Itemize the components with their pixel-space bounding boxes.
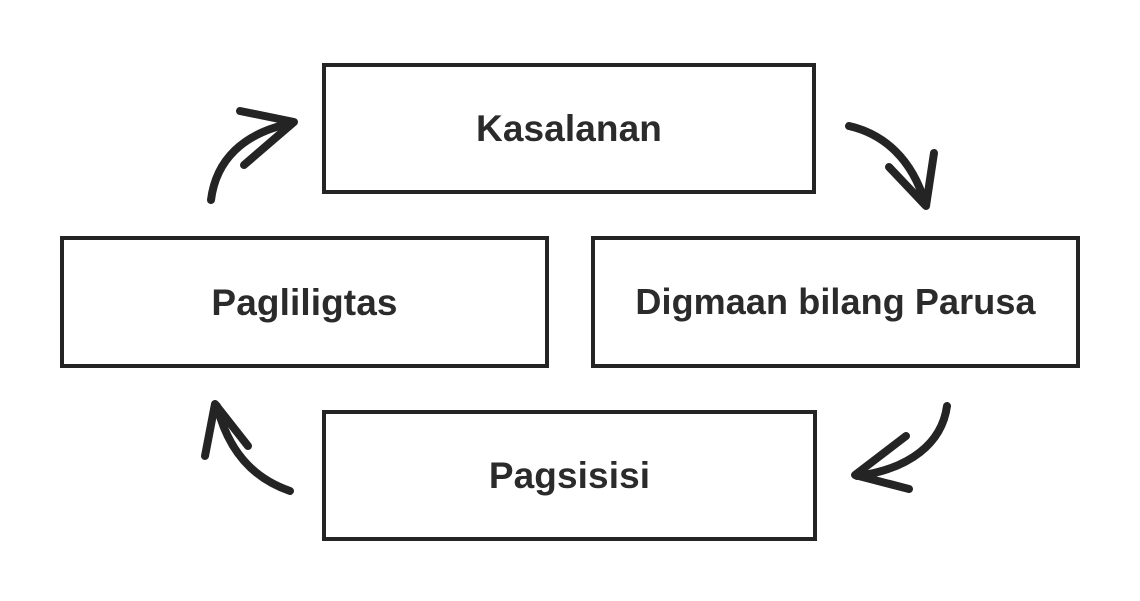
node-kasalanan[interactable]: Kasalanan [322, 63, 816, 194]
node-digmaan-label: Digmaan bilang Parusa [635, 281, 1036, 322]
arrow-shaft [213, 402, 294, 495]
arrow-head [201, 400, 252, 460]
arrow-digmaan-to-pagsisisi [851, 402, 951, 493]
node-pagsisisi[interactable]: Pagsisisi [322, 410, 817, 541]
node-pagsisisi-label: Pagsisisi [488, 455, 651, 496]
node-digmaan[interactable]: Digmaan bilang Parusa [591, 236, 1080, 368]
arrow-head [851, 432, 913, 493]
arrow-pagliligtas-to-kasalanan [207, 107, 298, 204]
arrow-shaft [853, 402, 951, 480]
arrow-pagsisisi-to-pagliligtas [201, 400, 294, 495]
node-pagliligtas[interactable]: Pagliligtas [60, 236, 549, 368]
arrow-shaft [845, 122, 929, 207]
node-kasalanan-label: Kasalanan [476, 108, 662, 149]
arrow-head [885, 149, 938, 210]
arrow-kasalanan-to-digmaan [845, 122, 938, 210]
arrow-shaft [207, 119, 296, 204]
arrow-head [236, 107, 298, 169]
node-pagliligtas-label: Pagliligtas [211, 281, 398, 323]
